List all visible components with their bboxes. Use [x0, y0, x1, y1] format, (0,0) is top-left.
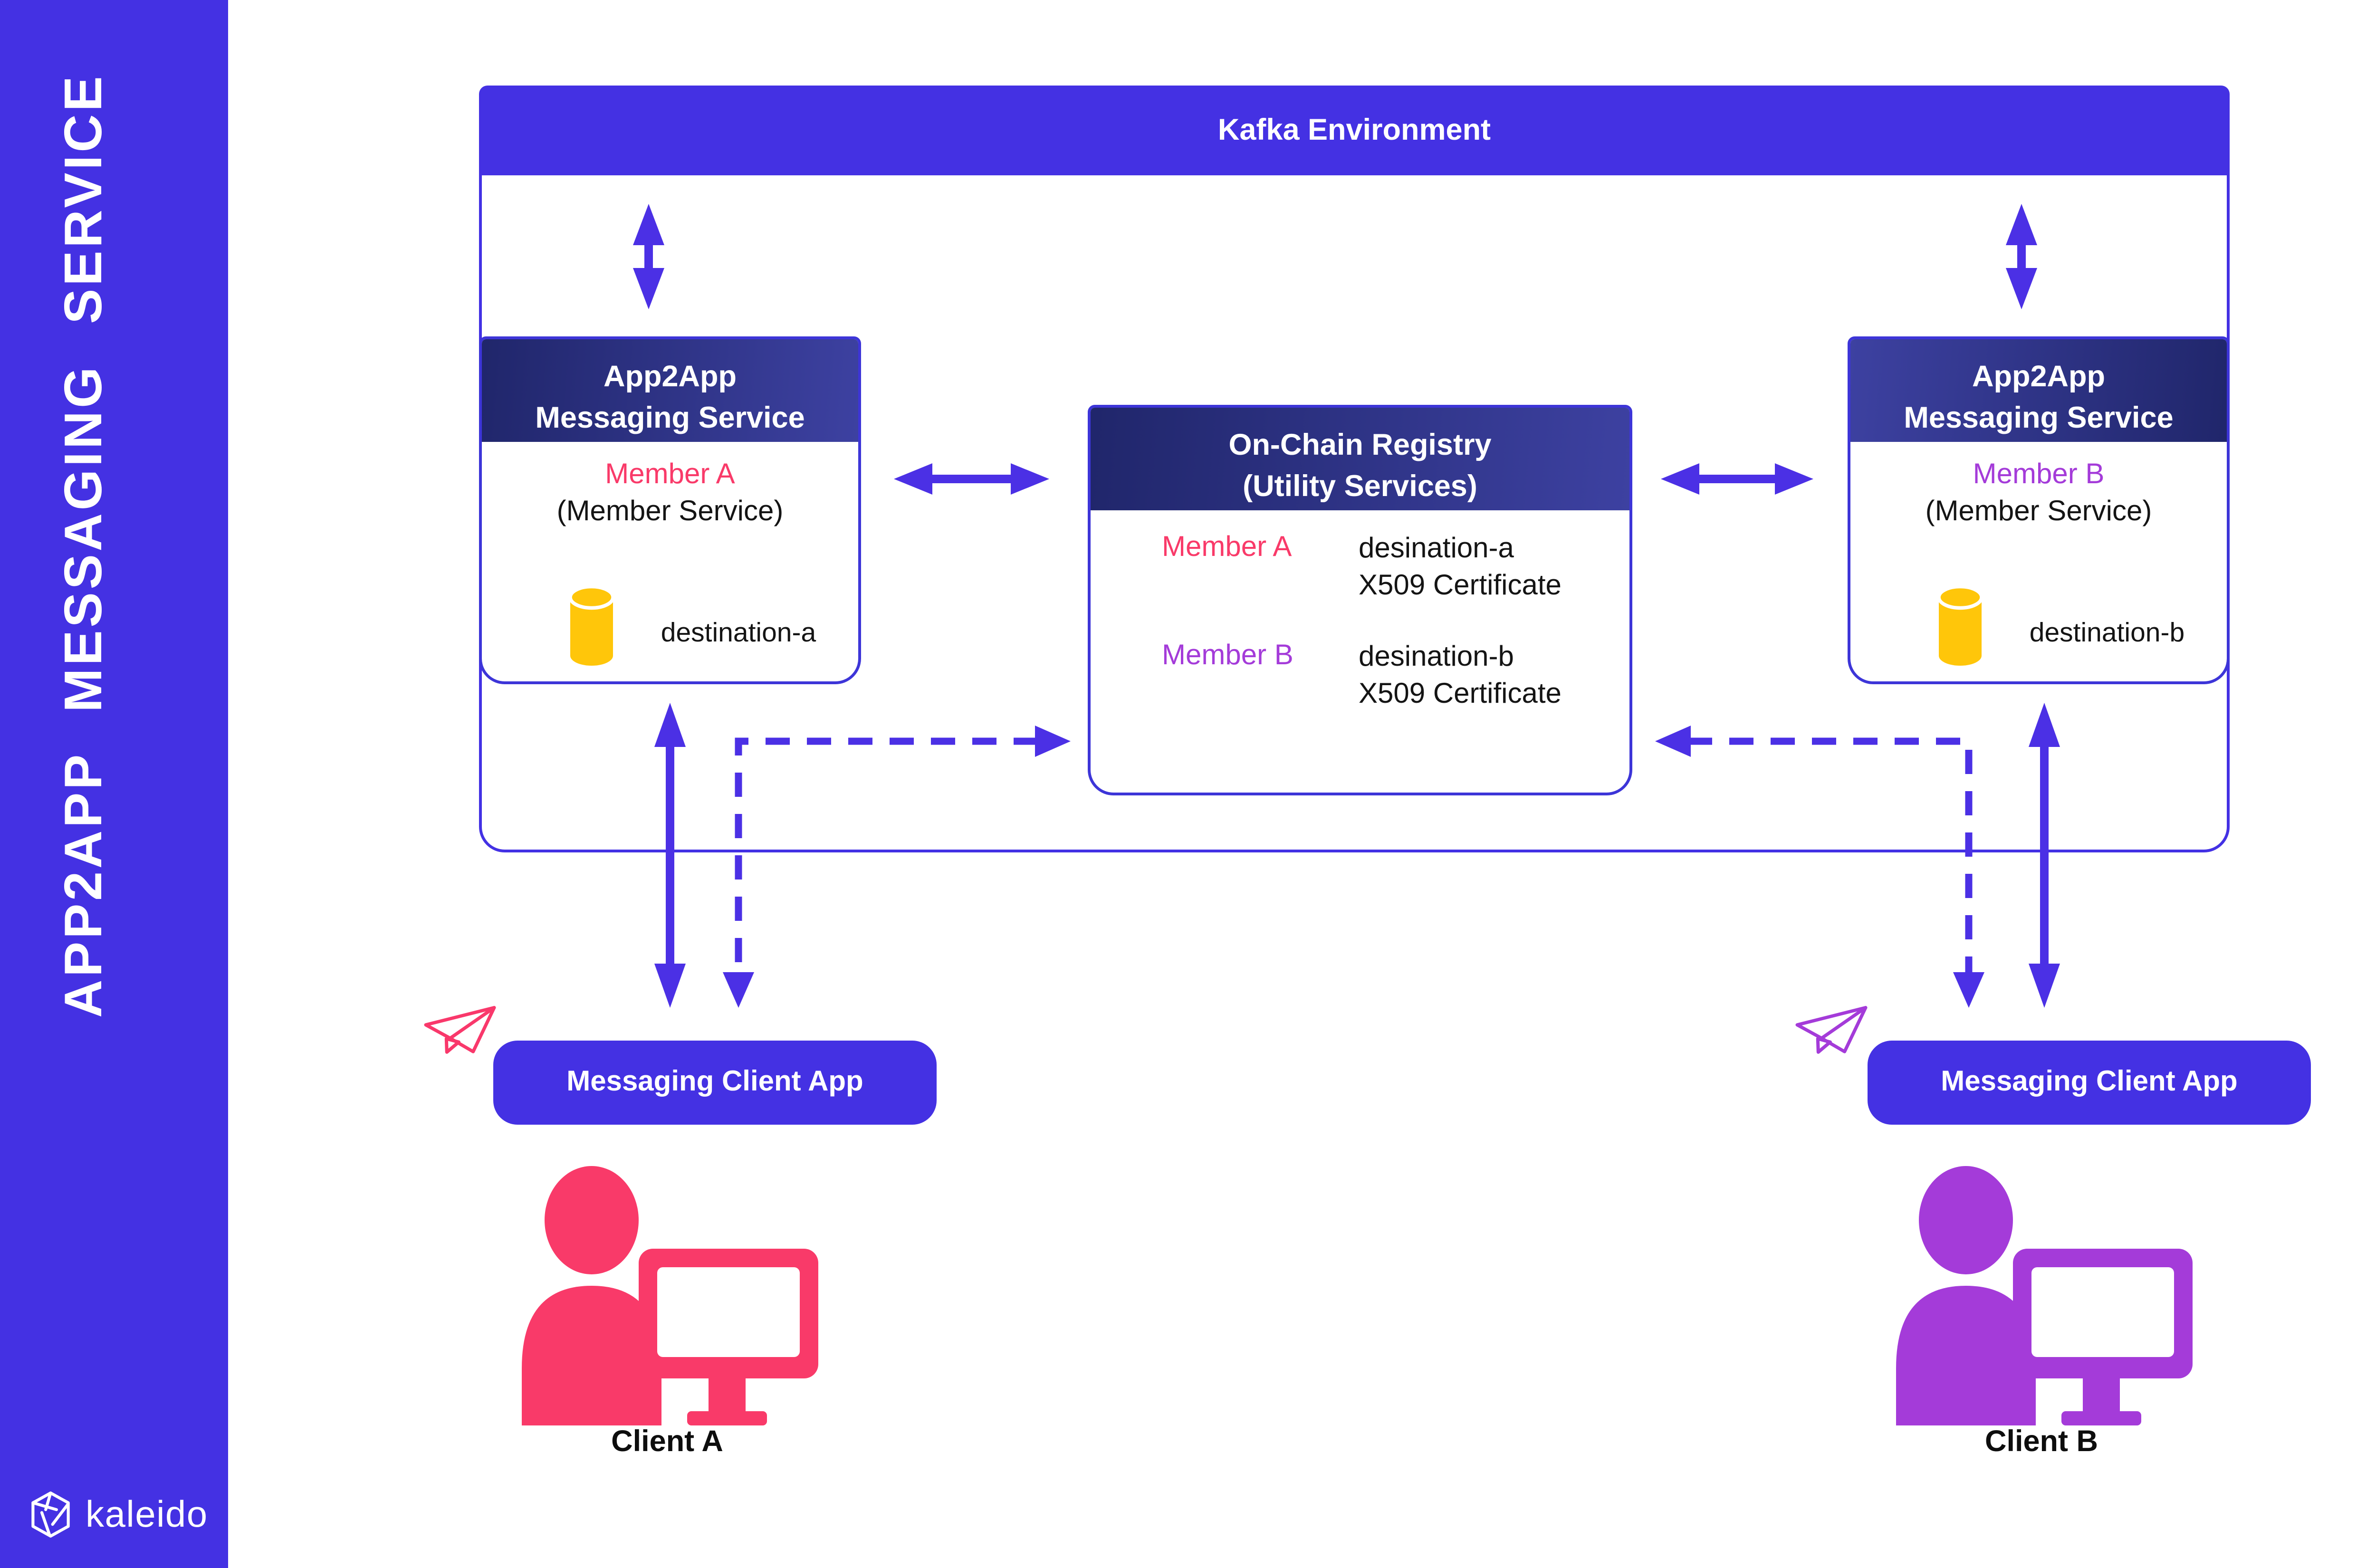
member-a-label: Member A: [605, 459, 735, 490]
messaging-client-app-left: Messaging Client App: [493, 1041, 937, 1125]
member-b-label: Member B: [1973, 459, 2105, 490]
database-cylinder-icon: [1936, 584, 1984, 674]
brand: kaleido: [29, 1491, 208, 1538]
paper-plane-icon: [1795, 1002, 1869, 1066]
on-chain-registry-box: On-Chain Registry (Utility Services) Mem…: [1088, 405, 1632, 795]
destination-b-label: destination-b: [2029, 619, 2185, 649]
registry-member-a-certificate: X509 Certificate: [1359, 570, 1562, 602]
registry-member-a-destination: desination-a: [1359, 533, 1514, 564]
page-title: APP2APP MESSAGING SERVICE: [54, 73, 113, 1018]
registry-title-line2: (Utility Services): [1243, 470, 1477, 503]
service-title-line1: App2App: [603, 361, 737, 393]
app2app-service-box-left: App2App Messaging Service Member A (Memb…: [479, 336, 861, 684]
person-at-computer-icon: [510, 1160, 824, 1428]
kaleido-logo-icon: [29, 1491, 73, 1538]
service-title-line1: App2App: [1972, 361, 2105, 393]
member-service-note: (Member Service): [1925, 496, 2152, 527]
registry-member-b-values: desination-b X509 Certificate: [1359, 639, 1562, 713]
registry-member-a-values: desination-a X509 Certificate: [1359, 530, 1562, 604]
app2app-service-right-header: App2App Messaging Service: [1850, 339, 2227, 442]
database-cylinder-icon: [567, 584, 616, 674]
registry-title-line1: On-Chain Registry: [1228, 429, 1492, 462]
registry-member-b: Member B: [1162, 640, 1293, 671]
app2app-service-box-right: App2App Messaging Service Member B (Memb…: [1848, 336, 2230, 684]
sidebar: APP2APP MESSAGING SERVICE kaleido: [0, 0, 228, 1568]
registry-row-member-b: Member B desination-b X509 Certificate: [1091, 639, 1629, 713]
client-a-label: Client A: [611, 1425, 723, 1458]
paper-plane-icon: [423, 1002, 498, 1066]
messaging-client-app-right: Messaging Client App: [1868, 1041, 2311, 1125]
member-service-note: (Member Service): [556, 496, 784, 527]
registry-row-member-a: Member A desination-a X509 Certificate: [1091, 530, 1629, 604]
person-at-computer-icon: [1885, 1160, 2198, 1428]
kafka-environment-header: Kafka Environment: [479, 86, 2230, 175]
registry-member-b-certificate: X509 Certificate: [1359, 679, 1562, 710]
destination-a-label: destination-a: [661, 619, 816, 649]
app2app-service-left-header: App2App Messaging Service: [482, 339, 858, 442]
service-title-line2: Messaging Service: [1904, 402, 2174, 435]
brand-name: kaleido: [86, 1492, 208, 1535]
service-title-line2: Messaging Service: [535, 402, 805, 435]
client-b-label: Client B: [1984, 1425, 2098, 1458]
on-chain-registry-header: On-Chain Registry (Utility Services): [1091, 408, 1629, 510]
registry-member-a: Member A: [1162, 532, 1292, 563]
registry-member-b-destination: desination-b: [1359, 641, 1514, 673]
